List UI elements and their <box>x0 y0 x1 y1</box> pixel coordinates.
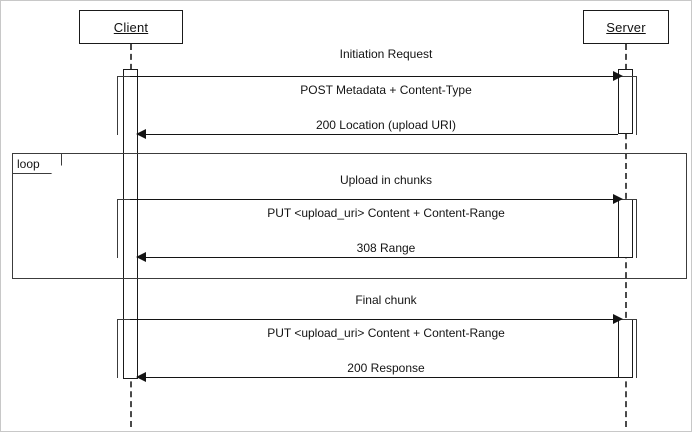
participant-box-server[interactable]: Server <box>583 10 669 44</box>
message-line-put-final <box>130 319 617 320</box>
participant-label-client: Client <box>113 19 149 35</box>
group-title-upload-chunks: Upload in chunks <box>339 173 433 187</box>
participant-label-server: Server <box>606 19 646 35</box>
combined-fragment-loop-tab: loop <box>12 153 62 174</box>
arrowhead-200-response <box>136 372 146 382</box>
message-line-200-response <box>138 377 618 378</box>
combined-fragment-loop-label: loop <box>17 156 40 171</box>
message-line-308-range <box>138 257 618 258</box>
message-label-308-range: 308 Range <box>356 241 416 255</box>
message-label-put-final: PUT <upload_uri> Content + Content-Range <box>267 326 505 340</box>
message-label-post-metadata: POST Metadata + Content-Type <box>300 83 472 97</box>
arrowhead-put-chunk <box>613 194 623 204</box>
arrowhead-308-range <box>136 252 146 262</box>
combined-fragment-loop <box>12 153 687 279</box>
message-line-post-metadata <box>130 76 617 77</box>
group-title-initiation: Initiation Request <box>339 47 433 61</box>
activation-bar-client <box>123 69 138 379</box>
arrowhead-put-final <box>613 314 623 324</box>
message-label-200-response: 200 Response <box>347 361 425 375</box>
activation-bar-server-initiation <box>618 69 633 134</box>
message-label-200-location: 200 Location (upload URI) <box>315 118 457 132</box>
message-label-put-chunk: PUT <upload_uri> Content + Content-Range <box>267 206 505 220</box>
message-line-put-chunk <box>130 199 617 200</box>
arrowhead-post-metadata <box>613 71 623 81</box>
arrowhead-200-location <box>136 129 146 139</box>
message-line-200-location <box>138 134 618 135</box>
participant-box-client[interactable]: Client <box>79 10 183 44</box>
group-title-final-chunk: Final chunk <box>355 293 417 307</box>
